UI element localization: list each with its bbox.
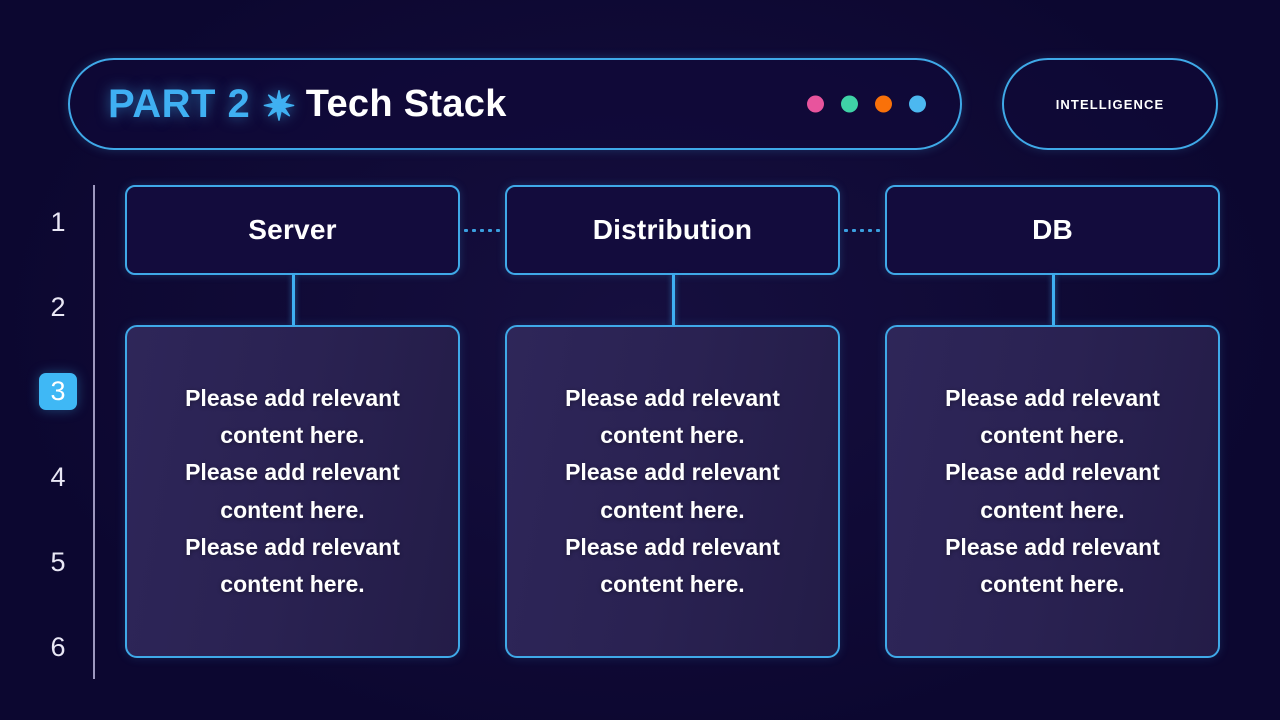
sidebar-number-1[interactable]: 1 — [50, 206, 66, 237]
head-card-title-server: Server — [248, 214, 337, 245]
body-card-text-distribution: Please add relevant content here. Please… — [565, 384, 780, 597]
sidebar-number-6[interactable]: 6 — [50, 631, 66, 662]
page-title: Tech Stack — [305, 82, 507, 125]
dot-group — [807, 95, 926, 113]
sidebar-number-5[interactable]: 5 — [50, 546, 66, 577]
head-card-title-distribution: Distribution — [592, 214, 753, 245]
dot-teal — [841, 95, 858, 113]
dotted-connector-1 — [842, 229, 883, 232]
connector-stem-distribution — [671, 275, 675, 325]
slide-number-sidebar: 1 2 3 4 5 6 — [34, 185, 96, 685]
body-card-db[interactable]: Please add relevant content here. Please… — [885, 325, 1220, 658]
connector-stem-db — [1051, 275, 1055, 325]
header: PART 2 ✷ Tech Stack INTELLIGENCE — [0, 0, 1280, 160]
part-label: PART 2 — [108, 81, 251, 126]
title-pill: PART 2 ✷ Tech Stack — [68, 58, 962, 150]
head-card-db[interactable]: DB — [885, 185, 1220, 275]
head-card-server[interactable]: Server — [125, 185, 460, 275]
sidebar-number-3[interactable]: 3 — [39, 373, 77, 410]
connector-stem-server — [291, 275, 295, 325]
dot-pink — [807, 95, 824, 113]
body-card-text-server: Please add relevant content here. Please… — [185, 384, 400, 597]
title-group: PART 2 ✷ Tech Stack — [108, 81, 507, 129]
sidebar-number-4[interactable]: 4 — [50, 461, 66, 492]
sidebar-divider — [93, 185, 95, 679]
dot-blue — [909, 95, 926, 113]
head-card-title-db: DB — [1032, 214, 1073, 245]
dot-orange — [875, 95, 892, 113]
intelligence-badge[interactable]: INTELLIGENCE — [1002, 58, 1218, 150]
sidebar-number-2[interactable]: 2 — [50, 291, 66, 322]
body-card-distribution[interactable]: Please add relevant content here. Please… — [505, 325, 840, 658]
body-card-text-db: Please add relevant content here. Please… — [945, 384, 1160, 597]
intelligence-badge-label: INTELLIGENCE — [1055, 96, 1165, 112]
head-card-distribution[interactable]: Distribution — [505, 185, 840, 275]
asterisk-icon: ✷ — [262, 85, 296, 129]
body-card-server[interactable]: Please add relevant content here. Please… — [125, 325, 460, 658]
dotted-connector-0 — [462, 229, 503, 232]
